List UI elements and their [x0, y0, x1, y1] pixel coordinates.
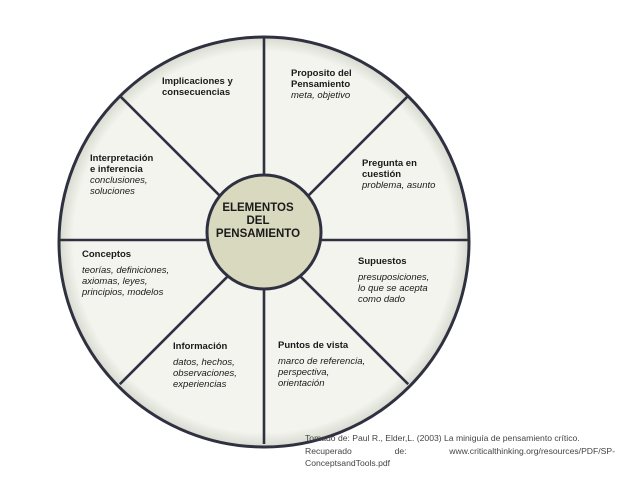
- segment-conceptos: Conceptos teorías, definiciones, axiomas…: [82, 249, 169, 298]
- segment-detail: observaciones,: [173, 368, 237, 379]
- segment-proposito: Proposito del Pensamiento meta, objetivo: [291, 68, 352, 101]
- segment-title: Pensamiento: [291, 79, 351, 90]
- segment-puntos-de-vista: Puntos de vista marco de referencia, per…: [278, 340, 365, 389]
- citation-line: Tomado de: Paul R., Elder,L. (2003) La m…: [305, 433, 580, 443]
- segment-detail: conclusiones,: [90, 175, 148, 186]
- segment-interpretacion: Interpretación e inferencia conclusiones…: [90, 153, 153, 197]
- segment-title: Interpretación: [90, 153, 154, 164]
- segment-detail: meta, objetivo: [291, 90, 351, 101]
- segment-title: cuestión: [362, 169, 402, 180]
- segment-title: Supuestos: [358, 256, 407, 267]
- segment-title: Implicaciones y: [162, 76, 233, 87]
- spoke-line: [298, 94, 410, 206]
- citation-line: Recuperado de: www.criticalthinking.org/…: [305, 445, 615, 458]
- segment-detail: soluciones: [90, 186, 135, 197]
- segment-title: Puntos de vista: [278, 340, 349, 351]
- segment-detail: presuposiciones,: [358, 272, 430, 283]
- source-citation: Tomado de: Paul R., Elder,L. (2003) La m…: [305, 432, 615, 470]
- citation-word: de:: [394, 445, 407, 456]
- segment-title: Pregunta en: [362, 158, 417, 169]
- center-label-line: PENSAMIENTO: [215, 228, 301, 240]
- center-label: ELEMENTOS DEL PENSAMIENTO: [206, 202, 310, 241]
- segment-detail: problema, asunto: [362, 180, 436, 191]
- segment-title: Conceptos: [82, 249, 132, 260]
- citation-word: Recuperado: [305, 445, 352, 456]
- segment-detail: principios, modelos: [82, 287, 164, 298]
- segment-detail: teorías, definiciones,: [82, 265, 170, 276]
- spokes: [60, 36, 468, 444]
- segment-detail: orientación: [278, 378, 325, 389]
- center-label-line: DEL: [246, 215, 270, 227]
- segment-title: Proposito del: [291, 68, 352, 79]
- segment-title: consecuencias: [162, 87, 231, 98]
- citation-line: ConceptsandTools.pdf: [305, 458, 391, 468]
- segment-supuestos: Supuestos presuposiciones, lo que se ace…: [358, 256, 429, 305]
- segment-title: e inferencia: [90, 164, 143, 175]
- segment-detail: axiomas, leyes,: [82, 276, 148, 287]
- citation-url: www.criticalthinking.org/resources/PDF/S…: [449, 445, 615, 456]
- segment-detail: experiencias: [173, 379, 227, 390]
- center-label-line: ELEMENTOS: [222, 202, 294, 214]
- segment-detail: datos, hechos,: [173, 357, 235, 368]
- segment-detail: como dado: [358, 294, 406, 305]
- segment-pregunta: Pregunta en cuestión problema, asunto: [362, 158, 435, 191]
- spoke-line: [118, 94, 230, 206]
- segment-informacion: Información datos, hechos, observaciones…: [173, 341, 237, 390]
- segment-detail: perspectiva,: [278, 367, 330, 378]
- spoke-line: [298, 274, 410, 386]
- segment-implicaciones: Implicaciones y consecuencias: [162, 76, 233, 98]
- segment-detail: lo que se acepta: [358, 283, 428, 294]
- segment-title: Información: [173, 341, 228, 352]
- segment-detail: marco de referencia,: [278, 356, 366, 367]
- spoke-line: [118, 274, 230, 386]
- center-hub: [205, 173, 323, 291]
